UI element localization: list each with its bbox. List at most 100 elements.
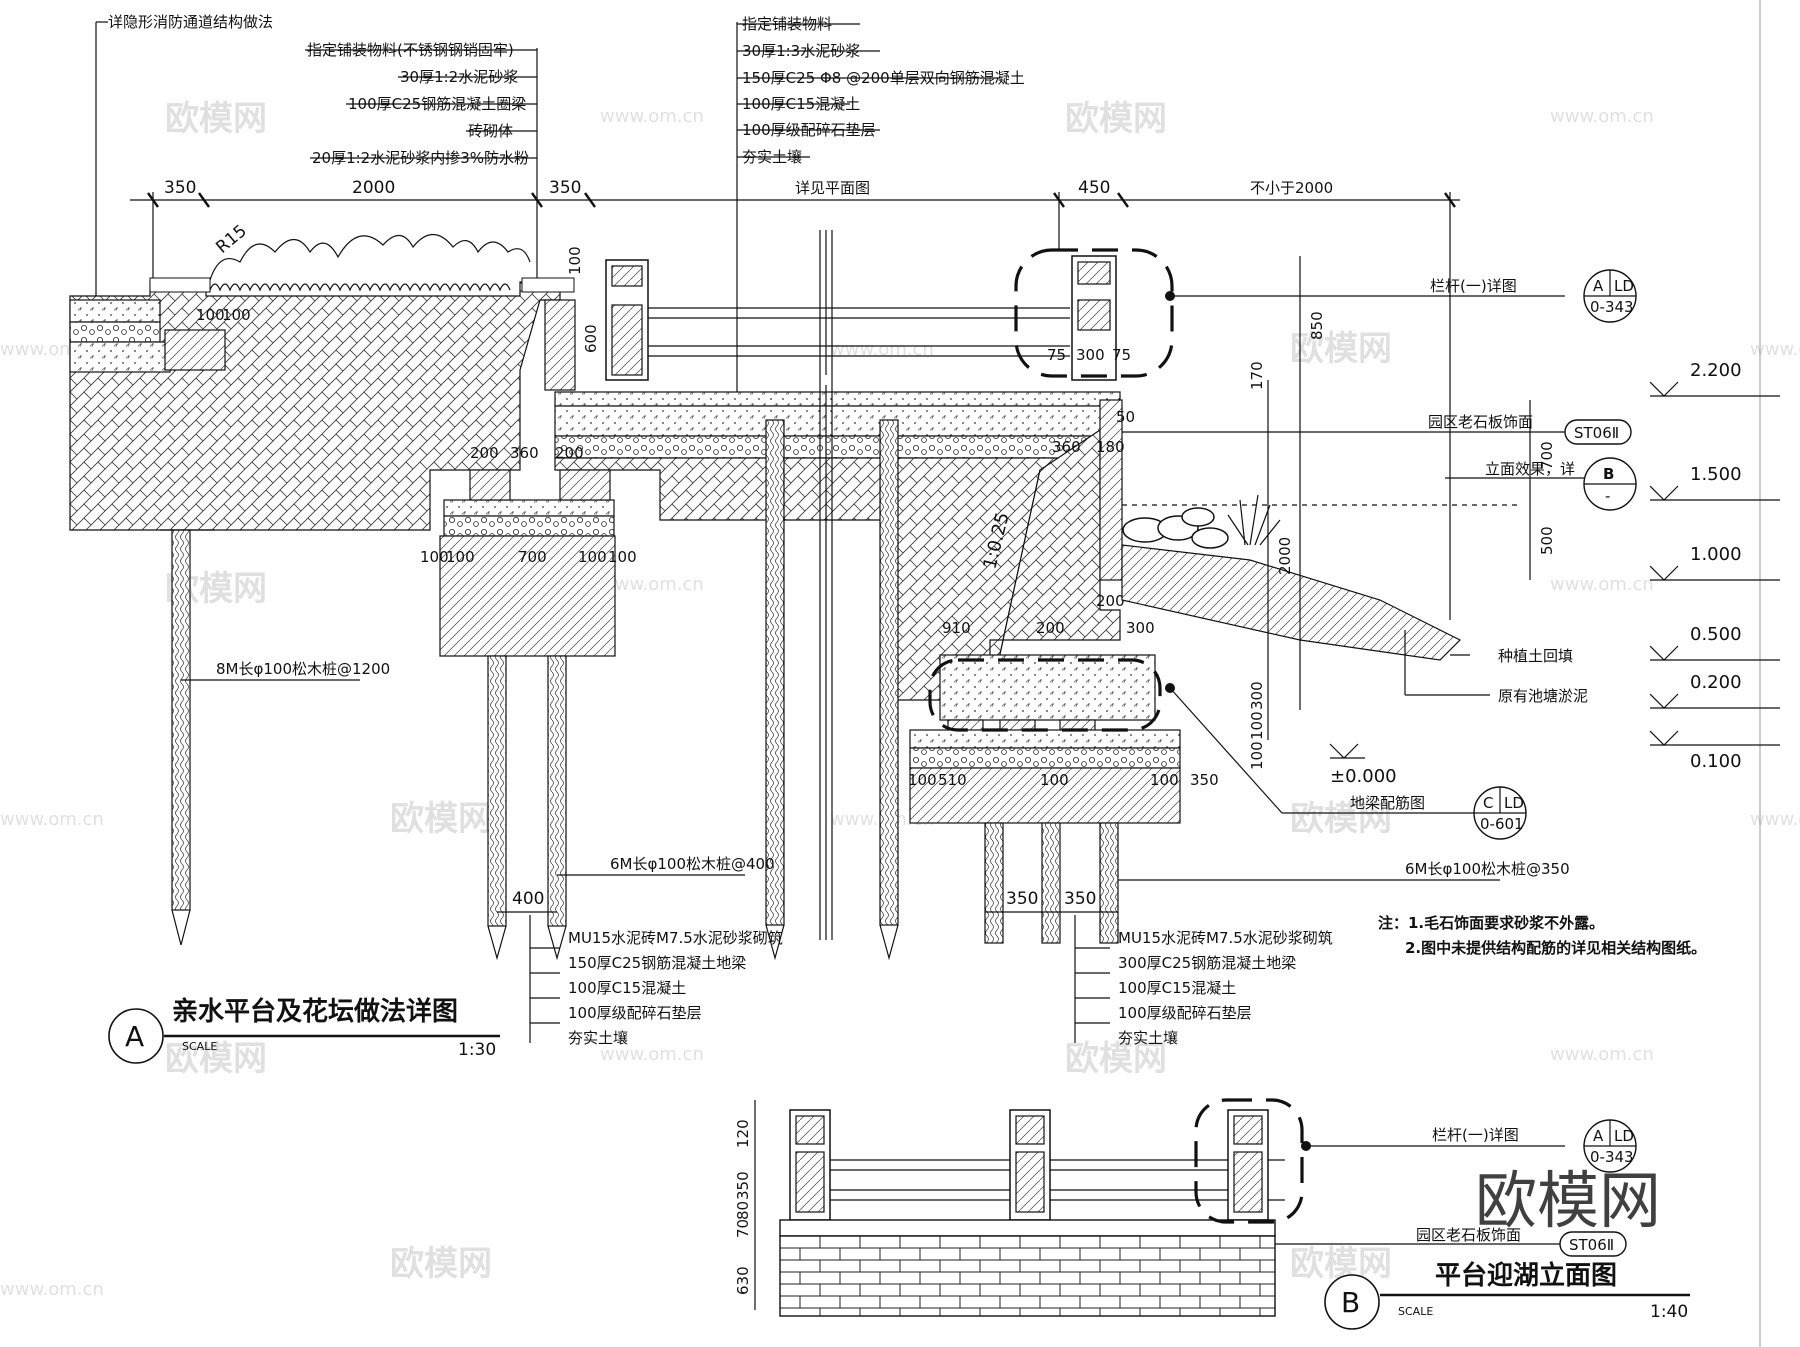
dim-360-b: 360	[1052, 438, 1081, 456]
label-mortar-1-2: 30厚1:2水泥砂浆	[400, 68, 518, 86]
dim-100-e: 100	[578, 548, 607, 566]
svg-text:LD: LD	[1504, 794, 1524, 812]
label-b-railing: 栏杆(一)详图	[1432, 1126, 1519, 1144]
watermark-url: www.om.cn	[830, 339, 934, 360]
pond-section: 850 170 700 500 2000 300 100 100 园区老石板饰面…	[1121, 256, 1780, 840]
label-gravel-right: 100厚级配碎石垫层	[1118, 1004, 1252, 1022]
level-100: 0.100	[1690, 751, 1742, 772]
dim-700: 700	[518, 548, 547, 566]
ref-b-stone[interactable]: ST06Ⅱ	[1559, 1231, 1627, 1257]
label-c15-left: 100厚C15混凝土	[568, 979, 686, 997]
label-soil-left: 夯实土壤	[568, 1029, 628, 1047]
dim-100-j: 350	[1190, 771, 1219, 789]
label-beam-300: 300厚C25钢筋混凝土地梁	[1118, 954, 1296, 972]
watermark-brand-large: 欧模网	[1475, 1164, 1661, 1237]
dim-100-l: 100	[1248, 741, 1266, 770]
dim-200-d: 300	[1126, 619, 1155, 637]
title-block-b: B 平台迎湖立面图 SCALE 1:40	[1324, 1260, 1690, 1330]
label-soil-right: 夯实土壤	[1118, 1029, 1178, 1047]
label-ground-beam-rebar: 地梁配筋图	[1350, 794, 1425, 812]
dim-100-d: 100	[446, 548, 475, 566]
level-2200: 2.200	[1690, 360, 1742, 381]
scale-value-b: 1:40	[1650, 1302, 1688, 1322]
watermark-url: www.om.cn	[0, 1279, 104, 1300]
dim-350-a: 350	[1006, 889, 1038, 909]
label-fire-lane: 详隐形消防通道结构做法	[108, 13, 273, 31]
dim-300-b: 300	[1248, 681, 1266, 710]
watermark-url: www.om.cn	[1750, 809, 1800, 830]
label-pile-6m-350: 6M长φ100松木桩@350	[1405, 860, 1570, 878]
svg-text:0-343: 0-343	[1590, 1148, 1634, 1166]
dim-100-c: 100	[420, 548, 449, 566]
watermark-url: www.om.cn	[1550, 106, 1654, 127]
label-pond-silt: 原有池塘淤泥	[1498, 687, 1588, 705]
watermark-url: www.om.cn	[600, 574, 704, 595]
watermark-url: www.om.cn	[600, 1044, 704, 1065]
dim-200-b: 200	[555, 444, 584, 462]
dim-r15: R15	[212, 221, 250, 258]
svg-text:A: A	[1593, 1127, 1604, 1145]
ref-ground-beam-c[interactable]: C LD 0-601	[1473, 786, 1527, 840]
label-slab: 150厚C25 Φ8 @200单层双向钢筋混凝土	[742, 69, 1025, 87]
svg-text:A: A	[1593, 277, 1604, 295]
top-leader-labels: 指定铺装物料 30厚1:3水泥砂浆 150厚C25 Φ8 @200单层双向钢筋混…	[736, 15, 1025, 400]
platform-section: 100 600 75 300 75 200 360 200 100 100 70…	[420, 230, 1131, 1047]
dim-360-a: 360	[510, 444, 539, 462]
svg-text:-: -	[1605, 487, 1610, 505]
planter-section: R15 100 100 8M长φ100松木桩@1200	[69, 221, 576, 946]
dim-b-70: 70	[734, 1219, 752, 1238]
dim-75-a: 75	[1047, 346, 1066, 364]
watermark-brand: 欧模网	[165, 99, 267, 139]
label-pile-8m: 8M长φ100松木桩@1200	[216, 660, 390, 678]
ref-elevation-b[interactable]: B -	[1583, 457, 1637, 511]
svg-text:0-343: 0-343	[1590, 298, 1634, 316]
left-leader-labels: 详隐形消防通道结构做法 指定铺装物料(不锈钢钢销固牢) 30厚1:2水泥砂浆 1…	[95, 13, 538, 300]
dim-100-k: 100	[1248, 711, 1266, 740]
label-railing-detail: 栏杆(一)详图	[1430, 277, 1517, 295]
dim-100-g: 100	[908, 771, 937, 789]
level-zero: ±0.000	[1330, 766, 1397, 787]
dim-see-plan: 详见平面图	[795, 179, 870, 197]
dim-100-h: 510	[938, 771, 967, 789]
watermark-brand: 欧模网	[1290, 799, 1392, 839]
dim-510: 100	[1040, 771, 1069, 789]
dim-50: 50	[1116, 408, 1135, 426]
watermark-url: www.om.cn	[0, 809, 104, 830]
dim-b-630: 630	[734, 1266, 752, 1295]
watermark-url: www.om.cn	[1750, 339, 1800, 360]
dim-600-rail: 600	[582, 324, 600, 353]
elevation-post-1	[789, 1109, 831, 1221]
note-2: 2.图中未提供结构配筋的详见相关结构图纸。	[1405, 939, 1706, 957]
dim-500: 500	[1538, 526, 1556, 555]
dim-75-b: 75	[1112, 346, 1131, 364]
title-mark-b: B	[1341, 1286, 1360, 1319]
dim-450: 450	[1078, 178, 1110, 198]
label-pile-6m-400: 6M长φ100松木桩@400	[610, 855, 775, 873]
dim-min-2000: 不小于2000	[1250, 179, 1333, 197]
label-paving: 指定铺装物料	[742, 15, 832, 33]
watermark-brand: 欧模网	[1290, 329, 1392, 369]
scale-label-a: SCALE	[182, 1040, 217, 1053]
label-brick-left: MU15水泥砖M7.5水泥砂浆砌筑	[568, 929, 783, 947]
notes: 注：1.毛石饰面要求砂浆不外露。 2.图中未提供结构配筋的详见相关结构图纸。	[1378, 914, 1706, 957]
dim-b-120: 120	[734, 1119, 752, 1148]
scale-label-b: SCALE	[1398, 1305, 1433, 1318]
ref-stone-st06[interactable]: ST06Ⅱ	[1564, 419, 1632, 445]
dim-100-i: 100	[1150, 771, 1179, 789]
title-text-b: 平台迎湖立面图	[1435, 1260, 1617, 1291]
top-dimension-line: 350 2000 350 详见平面图 450 不小于2000	[130, 178, 1460, 620]
label-soil: 夯实土壤	[742, 148, 802, 166]
ref-b-railing[interactable]: A LD 0-343	[1583, 1119, 1637, 1173]
label-beam-150: 150厚C25钢筋混凝土地梁	[568, 954, 746, 972]
dim-700-b: 700	[1538, 441, 1556, 470]
label-paving-pinned: 指定铺装物料(不锈钢钢销固牢)	[307, 41, 514, 59]
dim-b-350: 350	[734, 1171, 752, 1200]
dim-2000: 2000	[352, 178, 395, 198]
label-c15-right: 100厚C15混凝土	[1118, 979, 1236, 997]
dim-100-f: 100	[608, 548, 637, 566]
dim-400: 400	[512, 889, 544, 909]
watermark-brand: 欧模网	[165, 1039, 267, 1079]
dim-100-rail: 100	[566, 246, 584, 275]
ref-railing-a[interactable]: A LD 0-343	[1583, 269, 1637, 323]
